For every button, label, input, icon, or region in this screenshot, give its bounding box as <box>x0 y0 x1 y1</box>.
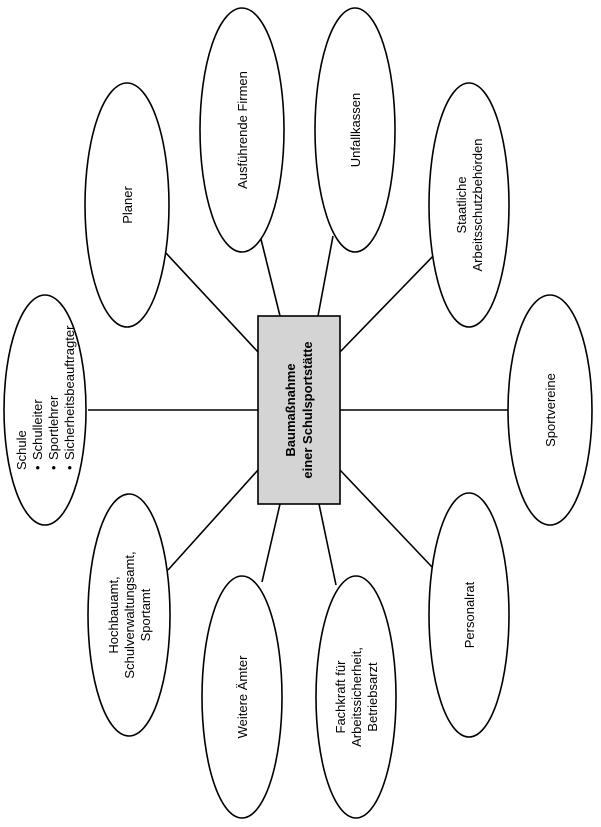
arbeitsschutzbehoerden-line-2: Arbeitsschutzbehörden <box>470 139 485 272</box>
label-personalrat: Personalrat <box>462 581 477 648</box>
node-fachkraft <box>315 575 397 819</box>
label-weitere-aemter: Weitere Ämter <box>235 655 250 739</box>
label-ausfuehrende-firmen: Ausführende Firmen <box>235 71 250 189</box>
fachkraft-line-3: Betriebsarzt <box>365 662 380 732</box>
center-label-line-2: einer Schulsportstätte <box>300 341 315 478</box>
schule-bullet-3: Sicherheitsbeauftragter <box>62 325 77 460</box>
connector-lines <box>88 226 508 586</box>
connector-arbeitsschutzbehoerden <box>339 251 438 353</box>
schule-bullet-2-glyph: • <box>46 465 61 470</box>
connector-planer <box>164 251 259 353</box>
sportvereine-line-1: Sportvereine <box>543 373 558 447</box>
label-arbeitsschutzbehoerden: Staatliche Arbeitsschutzbehörden <box>454 139 485 272</box>
node-hochbauamt <box>87 493 171 737</box>
fachkraft-line-1: Fachkraft für <box>333 660 348 734</box>
schule-title: Schule <box>14 430 29 470</box>
center-label: Baumaßnahme einer Schulsportstätte <box>283 341 315 478</box>
node-arbeitsschutzbehoerden <box>428 82 510 328</box>
node-ausfuehrende-firmen <box>199 7 285 253</box>
node-planer <box>84 82 170 328</box>
label-fachkraft: Fachkraft für Arbeitssicherheit, Betrieb… <box>333 647 380 747</box>
connector-unfallkassen <box>317 235 334 317</box>
node-unfallkassen <box>314 7 396 253</box>
label-unfallkassen: Unfallkassen <box>348 93 363 167</box>
schule-bullet-3-glyph: • <box>62 465 77 470</box>
hochbauamt-line-2: Schulverwaltungsamt, <box>122 551 137 678</box>
node-schule <box>3 294 87 526</box>
connector-ausfuehrende-firmen <box>257 226 281 317</box>
personalrat-line-1: Personalrat <box>462 581 477 648</box>
label-planer: Planer <box>120 186 135 224</box>
hochbauamt-line-3: Sportamt <box>138 588 153 641</box>
label-hochbauamt: Hochbauamt, Schulverwaltungsamt, Sportam… <box>106 551 153 678</box>
schule-bullet-2: Sportlehrer <box>46 395 61 460</box>
schule-bullet-1-glyph: • <box>30 465 45 470</box>
unfallkassen-line-1: Unfallkassen <box>348 93 363 167</box>
node-personalrat <box>428 492 510 738</box>
schule-bullet-1: Schulleiter <box>30 399 45 460</box>
label-sportvereine: Sportvereine <box>543 373 558 447</box>
node-weitere-aemter <box>201 575 283 819</box>
ausfuehrende-firmen-line-1: Ausführende Firmen <box>235 71 250 189</box>
node-sportvereine <box>507 294 593 526</box>
connector-fachkraft <box>318 503 337 586</box>
center-box <box>257 315 341 505</box>
arbeitsschutzbehoerden-line-1: Staatliche <box>454 176 469 233</box>
center-label-line-1: Baumaßnahme <box>283 363 298 456</box>
connector-personalrat <box>339 469 433 568</box>
connector-hochbauamt <box>167 469 259 571</box>
fachkraft-line-2: Arbeitssicherheit, <box>349 647 364 747</box>
weitere-aemter-line-1: Weitere Ämter <box>235 655 250 739</box>
planer-line-1: Planer <box>120 186 135 224</box>
connector-weitere-aemter <box>261 503 281 583</box>
label-schule: Schule • Schulleiter • Sportlehrer • Sic… <box>14 325 77 470</box>
hochbauamt-line-1: Hochbauamt, <box>106 576 121 653</box>
